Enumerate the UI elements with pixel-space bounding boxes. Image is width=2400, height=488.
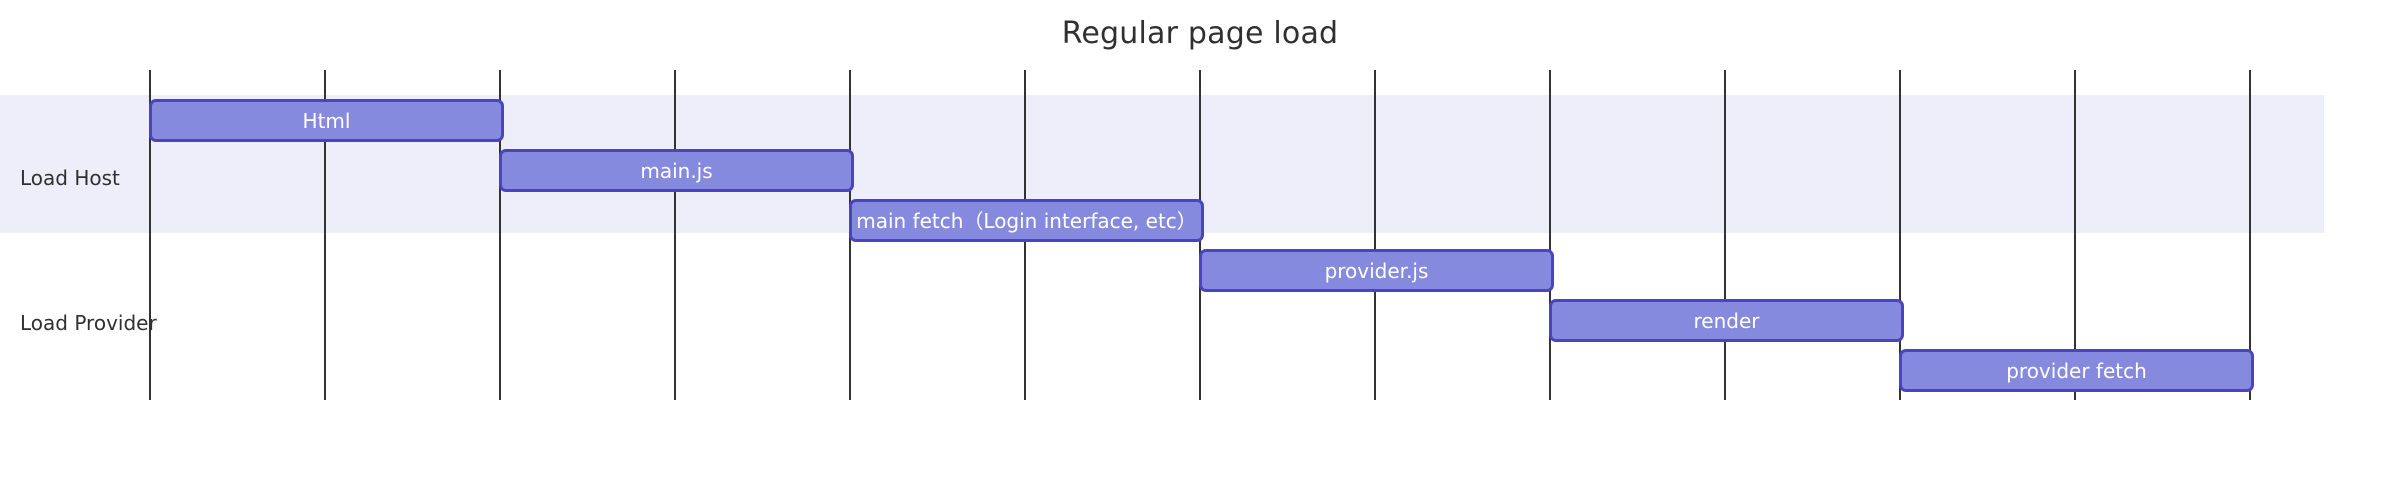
section-label-load-provider: Load Provider [20,311,157,335]
task-bar-label: main fetch（Login interface, etc） [856,208,1197,233]
task-bar-label: Html [302,108,351,133]
task-bar[interactable]: main fetch（Login interface, etc） [849,199,1204,242]
task-bar[interactable]: Html [149,99,504,142]
gridline [1899,70,1901,400]
task-bar-label: render [1693,308,1760,333]
gridline [1374,70,1376,400]
task-bar[interactable]: main.js [499,149,854,192]
gridline [2074,70,2076,400]
task-bar-label: provider fetch [2006,358,2147,383]
section-label-load-host: Load Host [20,166,120,190]
gridline [324,70,326,400]
task-bar-label: provider.js [1324,258,1429,283]
gridline [149,70,151,400]
task-bar-label: main.js [640,158,713,183]
gridline [1549,70,1551,400]
task-bar[interactable]: provider.js [1199,249,1554,292]
task-bar[interactable]: render [1549,299,1904,342]
gridline [2249,70,2251,400]
gridline [674,70,676,400]
gridline [499,70,501,400]
gridline [1724,70,1726,400]
chart-title: Regular page load [1061,16,1339,51]
task-bar[interactable]: provider fetch [1899,349,2254,392]
